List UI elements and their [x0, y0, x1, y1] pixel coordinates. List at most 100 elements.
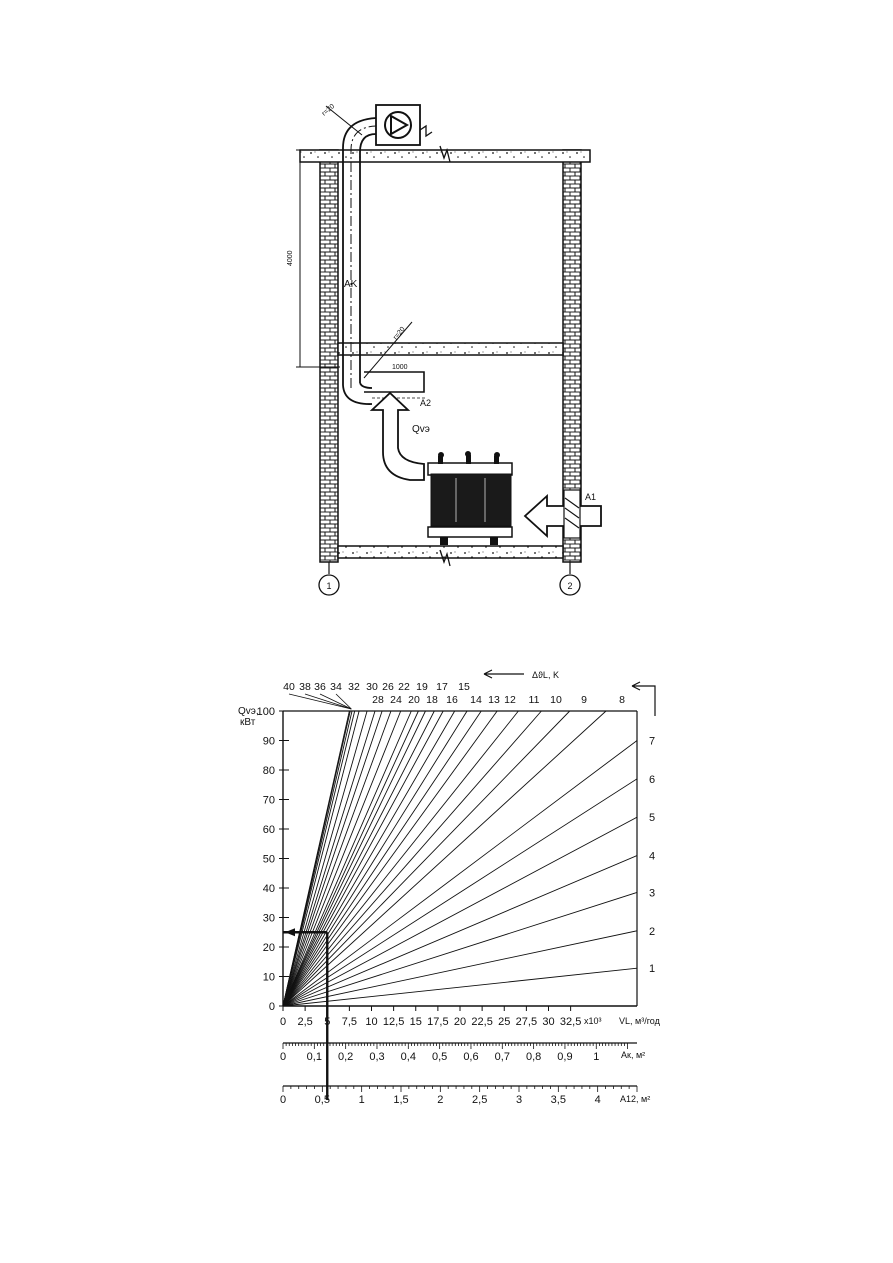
- y-tick-label: 60: [263, 824, 275, 836]
- series-right-label-1: 1: [649, 963, 655, 975]
- x-tick-label: 12,5: [383, 1016, 404, 1028]
- series-top-label-10: 10: [550, 694, 562, 706]
- series-line-16: [282, 710, 444, 1007]
- hood-dimension: 1000: [392, 364, 408, 371]
- y-axis-label-line2: кВт: [240, 717, 256, 728]
- series-top-label-30: 30: [366, 681, 378, 693]
- x-tick-label: 25: [498, 1016, 510, 1028]
- series-top-label-24: 24: [390, 694, 402, 706]
- x-tick-label: 10: [365, 1016, 377, 1028]
- chart-frame: [282, 710, 638, 1087]
- axis-marker-1: 1: [326, 581, 331, 591]
- transformer: [427, 451, 513, 545]
- label-leader-40: [288, 693, 352, 710]
- series-line-32: [282, 710, 360, 1007]
- series-top-label-22: 22: [398, 681, 410, 693]
- series-right-label-5: 5: [649, 812, 655, 824]
- series-line-17: [282, 710, 435, 1007]
- x-tick-label: 15: [410, 1016, 422, 1028]
- y-tick-label: 40: [263, 883, 275, 895]
- series-line-12: [282, 710, 498, 1007]
- a12-tick-label: 2: [437, 1094, 443, 1106]
- x-multiplier: x10³: [584, 1016, 602, 1026]
- series-line-9: [282, 710, 571, 1007]
- series-top-label-36: 36: [314, 681, 326, 693]
- x-tick-label: 0: [280, 1016, 286, 1028]
- a12-tick-label: 0,5: [315, 1094, 330, 1106]
- x-tick-label: 30: [542, 1016, 554, 1028]
- series-line-18: [282, 710, 426, 1007]
- series-line-1: [282, 967, 638, 1007]
- x-axis-label: VL, м³/год: [619, 1016, 661, 1026]
- series-top-label-16: 16: [446, 694, 458, 706]
- series-line-19: [282, 710, 419, 1007]
- series-top-label-18: 18: [426, 694, 438, 706]
- series-line-7: [282, 740, 638, 1007]
- delta-arrow-icon: [483, 669, 524, 679]
- series-line-20: [282, 710, 412, 1007]
- series-right-label-3: 3: [649, 887, 655, 899]
- series-line-5: [282, 816, 638, 1007]
- series-top-label-34: 34: [330, 681, 342, 693]
- x-tick-label: 7,5: [342, 1016, 357, 1028]
- label-leader-34: [335, 693, 352, 710]
- y-tick-label: 70: [263, 795, 275, 807]
- delta-label: ΔϑL, K: [532, 670, 559, 680]
- ak-tick-label: 0,1: [307, 1051, 322, 1063]
- a12-tick-label: 4: [595, 1094, 601, 1106]
- x-tick-label: 2,5: [297, 1016, 312, 1028]
- series-top-label-17: 17: [436, 681, 448, 693]
- a12-axis-label: A12, м²: [620, 1094, 650, 1104]
- a12-tick-label: 1,5: [393, 1094, 408, 1106]
- series-line-11: [282, 710, 519, 1007]
- ak-axis-label: Aк, м²: [621, 1050, 645, 1060]
- series-top-label-38: 38: [299, 681, 311, 693]
- series-line-6: [282, 778, 638, 1007]
- outlet-label: A1: [585, 492, 596, 502]
- ak-tick-label: 1: [593, 1051, 599, 1063]
- floor-slab: [337, 545, 564, 559]
- series-top-label-20: 20: [408, 694, 420, 706]
- x-tick-label: 5: [324, 1016, 330, 1028]
- air-inlet-arrow: [523, 493, 602, 539]
- ak-tick-label: 0,3: [369, 1051, 384, 1063]
- series-top-label-40: 40: [283, 681, 295, 693]
- ak-tick-label: 0,9: [557, 1051, 572, 1063]
- y-tick-label: 50: [263, 854, 275, 866]
- series-line-30: [282, 710, 368, 1007]
- ak-tick-label: 0,8: [526, 1051, 541, 1063]
- axis-marker-2: 2: [567, 581, 572, 591]
- ak-tick-label: 0,5: [432, 1051, 447, 1063]
- series-line-3: [282, 891, 638, 1007]
- series-line-13: [282, 710, 482, 1007]
- example-arrow-icon: [285, 928, 295, 937]
- label-leader-36: [319, 693, 352, 710]
- series-top-label-19: 19: [416, 681, 428, 693]
- x-tick-label: 20: [454, 1016, 466, 1028]
- x-tick-label: 22,5: [471, 1016, 492, 1028]
- series-top-label-32: 32: [348, 681, 360, 693]
- x-tick-label: 27,5: [516, 1016, 537, 1028]
- series-line-10: [282, 710, 542, 1007]
- series-line-8: [282, 710, 607, 1007]
- y-tick-label: 80: [263, 765, 275, 777]
- a12-tick-label: 3,5: [551, 1094, 566, 1106]
- series-top-label-11: 11: [529, 694, 540, 706]
- series-line-34: [282, 710, 356, 1007]
- air-flow-arrow-up: [369, 391, 425, 481]
- series-top-label-15: 15: [458, 681, 470, 693]
- series-top-label-26: 26: [382, 681, 394, 693]
- ak-tick-label: 0,2: [338, 1051, 353, 1063]
- a12-tick-label: 0: [280, 1094, 286, 1106]
- series-line-15: [282, 710, 456, 1007]
- series-right-label-6: 6: [649, 774, 655, 786]
- series-top-label-14: 14: [470, 694, 482, 706]
- series-line-26: [282, 710, 383, 1007]
- y-tick-label: 0: [269, 1001, 275, 1013]
- x-tick-label: 17,5: [427, 1016, 448, 1028]
- series-line-24: [282, 710, 392, 1007]
- a12-tick-label: 3: [516, 1094, 522, 1106]
- exhaust-hood: [364, 371, 425, 393]
- series-top-label-9: 9: [581, 694, 587, 706]
